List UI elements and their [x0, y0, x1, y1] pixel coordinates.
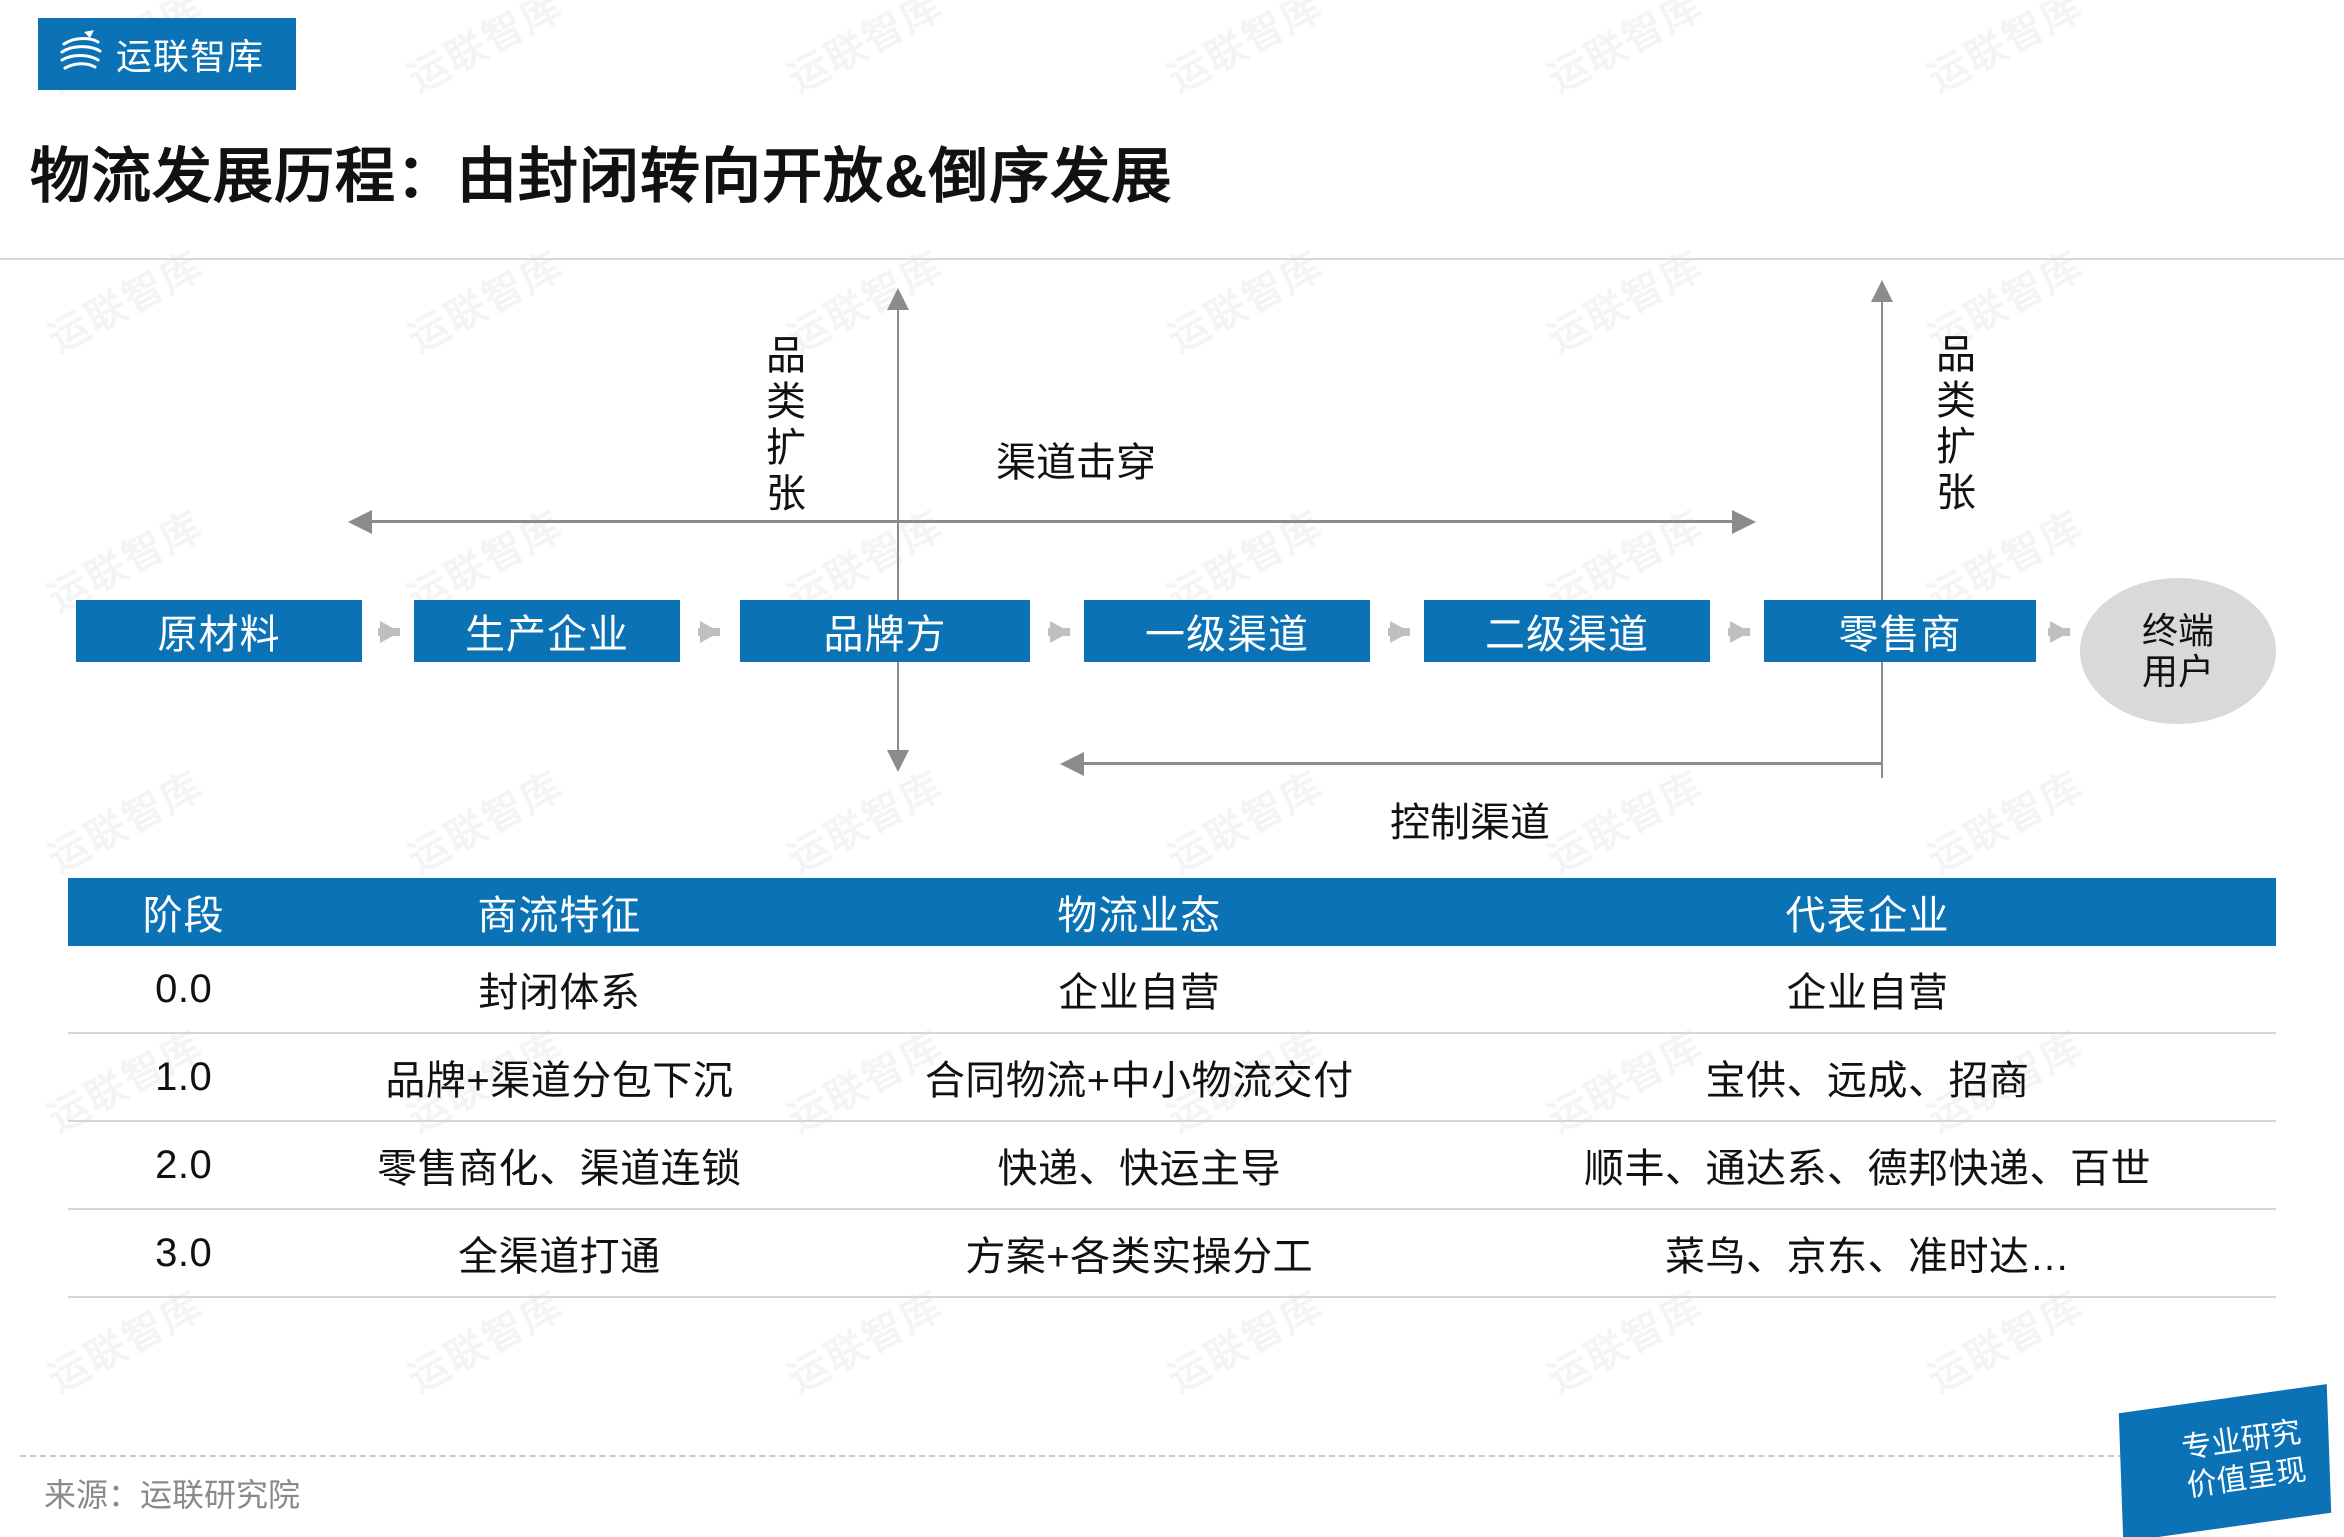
left-axis-arrowhead-down — [887, 750, 909, 772]
left-axis-line — [897, 308, 899, 770]
chain-arrow-icon — [1388, 621, 1410, 643]
cell-logistics: 企业自营 — [819, 946, 1460, 1034]
chain-arrow-icon — [378, 621, 400, 643]
title-divider — [0, 258, 2344, 260]
channel-breakthrough-line — [370, 520, 1732, 523]
chain-arrow-icon — [2048, 621, 2070, 643]
table-row[interactable]: 0.0 封闭体系 企业自营 企业自营 — [68, 946, 2276, 1034]
col-header-companies: 代表企业 — [1459, 878, 2276, 946]
chain-node-manufacturer[interactable]: 生产企业 — [414, 600, 680, 662]
cell-logistics: 方案+各类实操分工 — [819, 1209, 1460, 1298]
channel-control-label: 控制渠道 — [1390, 801, 1550, 845]
left-axis-label: 品类扩张 — [760, 334, 804, 518]
col-header-logistics: 物流业态 — [819, 878, 1460, 946]
stage-table-head: 阶段 商流特征 物流业态 代表企业 — [68, 878, 2276, 946]
source-note: 来源：运联研究院 — [44, 1477, 301, 1513]
cell-commerce: 全渠道打通 — [299, 1209, 820, 1298]
channel-control-line — [1082, 762, 1882, 765]
cell-logistics: 快递、快运主导 — [819, 1121, 1460, 1210]
footer-divider — [20, 1455, 2324, 1457]
channel-control-arrowhead-left — [1060, 752, 1084, 776]
cell-commerce: 封闭体系 — [299, 946, 820, 1034]
cell-companies: 宝供、远成、招商 — [1459, 1033, 2276, 1122]
page-title: 物流发展历程：由封闭转向开放&倒序发展 — [30, 143, 1173, 210]
chain-node-retailer[interactable]: 零售商 — [1764, 600, 2036, 662]
end-user-line-2: 用户 — [2141, 651, 2214, 692]
cell-commerce: 品牌+渠道分包下沉 — [299, 1033, 820, 1122]
chain-node-primary-channel[interactable]: 一级渠道 — [1084, 600, 1370, 662]
cell-companies: 企业自营 — [1459, 946, 2276, 1034]
cell-logistics: 合同物流+中小物流交付 — [819, 1033, 1460, 1122]
cell-companies: 菜鸟、京东、准时达… — [1459, 1209, 2276, 1298]
chain-arrow-icon — [1728, 621, 1750, 643]
end-user-line-1: 终端 — [2141, 609, 2214, 651]
table-row[interactable]: 1.0 品牌+渠道分包下沉 合同物流+中小物流交付 宝供、远成、招商 — [68, 1033, 2276, 1122]
chain-arrow-icon — [698, 621, 720, 643]
chain-node-brand-owner[interactable]: 品牌方 — [740, 600, 1030, 662]
brand-logo-text: 运联智库 — [116, 36, 265, 77]
cell-stage: 1.0 — [68, 1033, 300, 1122]
table-row[interactable]: 2.0 零售商化、渠道连锁 快递、快运主导 顺丰、通达系、德邦快递、百世 — [68, 1121, 2276, 1210]
right-axis-line — [1881, 300, 1883, 778]
right-axis-label: 品类扩张 — [1930, 333, 1974, 517]
chain-node-end-user[interactable]: 终端 用户 — [2080, 578, 2276, 724]
channel-breakthrough-arrowhead-right — [1732, 510, 1756, 534]
table-header-row: 阶段 商流特征 物流业态 代表企业 — [68, 878, 2276, 946]
right-axis-arrowhead-up — [1871, 280, 1893, 302]
stage-table-body: 0.0 封闭体系 企业自营 企业自营 1.0 品牌+渠道分包下沉 合同物流+中小… — [68, 946, 2276, 1298]
col-header-stage: 阶段 — [68, 878, 300, 946]
chain-node-raw-material[interactable]: 原材料 — [76, 600, 362, 662]
swoosh-globe-icon — [54, 28, 106, 80]
chain-arrow-icon — [1048, 621, 1070, 643]
cell-stage: 0.0 — [68, 946, 300, 1034]
brand-logo: 运联智库 — [38, 18, 296, 90]
cell-commerce: 零售商化、渠道连锁 — [299, 1121, 820, 1210]
col-header-commerce: 商流特征 — [299, 878, 820, 946]
cell-stage: 3.0 — [68, 1209, 300, 1298]
cell-companies: 顺丰、通达系、德邦快递、百世 — [1459, 1121, 2276, 1210]
stage-table: 阶段 商流特征 物流业态 代表企业 0.0 封闭体系 企业自营 企业自营 1.0… — [68, 878, 2276, 1298]
cell-stage: 2.0 — [68, 1121, 300, 1210]
channel-breakthrough-label: 渠道击穿 — [996, 441, 1156, 485]
table-row[interactable]: 3.0 全渠道打通 方案+各类实操分工 菜鸟、京东、准时达… — [68, 1209, 2276, 1298]
chain-node-secondary-channel[interactable]: 二级渠道 — [1424, 600, 1710, 662]
channel-breakthrough-arrowhead-left — [348, 510, 372, 534]
left-axis-arrowhead-up — [887, 288, 909, 310]
